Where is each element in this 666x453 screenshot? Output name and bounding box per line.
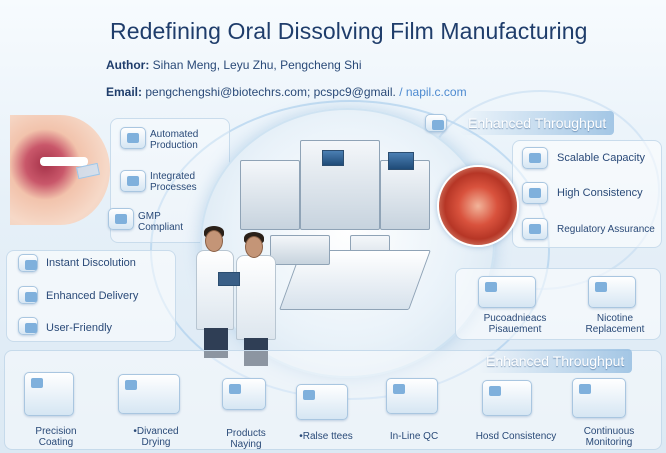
- process-line1: Continuous: [583, 426, 635, 437]
- page-title: Redefining Oral Dissolving Film Manufact…: [110, 18, 588, 44]
- feature-integrated-processes: Integrated Processes: [150, 171, 197, 193]
- delivery-icon: [18, 286, 38, 304]
- process-precision-coating: Precision Coating: [26, 426, 86, 448]
- packaging-machine: [380, 160, 430, 230]
- process-line1: •Ralse ttees: [299, 431, 353, 442]
- process-advanced-drying: •Divanced Drying: [126, 426, 186, 448]
- feature-line2: Compliant: [138, 222, 184, 233]
- check-gear-icon: [522, 182, 548, 204]
- process-line1: Hosd Consistency: [475, 431, 557, 442]
- email-value[interactable]: pengchengshi@biotechrs.com; pcspc9@gmail…: [145, 85, 396, 99]
- feature-line1: Integrated: [150, 171, 196, 182]
- hand-icon: [18, 317, 38, 335]
- item-nicotine-replacement: Nicotine Replacement: [572, 313, 658, 335]
- process-line1: •Divanced: [133, 426, 179, 437]
- item-regulatory-assurance: Regulatory Assurance: [557, 224, 655, 235]
- email-extra[interactable]: / napil.c.com: [399, 85, 467, 99]
- benefit-user-friendly: User-Friendly: [46, 322, 113, 334]
- scientist-left-legs: [204, 328, 228, 358]
- scientist-right-legs: [244, 338, 268, 366]
- process-line2: Naying: [230, 439, 262, 450]
- scientist-right: [236, 255, 276, 340]
- tablet-icon: [218, 272, 240, 286]
- scientist-right-head: [245, 236, 263, 258]
- coater-icon: [24, 372, 74, 416]
- item-line2: Replacement: [585, 324, 645, 335]
- author-label: Author:: [106, 58, 150, 72]
- scientist-left-head: [205, 230, 223, 252]
- dissolve-icon: [18, 254, 38, 272]
- item-scalable-capacity: Scalable Capacity: [557, 152, 646, 164]
- shield-check-icon: [108, 208, 134, 230]
- scale-icon: [482, 380, 532, 416]
- packages-icon: [478, 276, 536, 308]
- process-line1: Precision: [35, 426, 77, 437]
- process-hosd-consistency: Hosd Consistency: [470, 431, 562, 442]
- feature-line1: GMP: [138, 211, 161, 222]
- capsule-icon: [588, 276, 636, 308]
- feature-line2: Processes: [150, 182, 197, 193]
- coating-machine: [240, 160, 300, 230]
- conveyor-icon: [120, 127, 146, 149]
- process-continuous-monitoring: Continuous Monitoring: [566, 426, 652, 448]
- machine-screen: [322, 150, 344, 166]
- teeth: [40, 157, 88, 166]
- gears-icon: [120, 170, 146, 192]
- scientist-left: [196, 250, 234, 330]
- process-line2: Monitoring: [585, 437, 633, 448]
- press-icon: [296, 384, 348, 420]
- process-line2: Coating: [38, 437, 74, 448]
- feature-gmp-compliant: GMP Compliant: [138, 211, 183, 233]
- process-raise-ttees: •Ralse ttees: [288, 431, 364, 442]
- document-icon: [522, 218, 548, 240]
- email-label: Email:: [106, 85, 143, 99]
- benefit-enhanced-delivery: Enhanced Delivery: [46, 290, 139, 302]
- item-line1: Nicotine: [596, 313, 634, 324]
- email-line: Email: pengchengshi@biotechrs.com; pcspc…: [106, 85, 467, 99]
- process-line1: Products: [226, 428, 266, 439]
- feature-line2: Production: [150, 140, 198, 151]
- boxes-icon: [522, 147, 548, 169]
- monitor-icon: [386, 378, 438, 414]
- process-products-naying: Products Naying: [208, 428, 284, 450]
- pill-icon: [425, 114, 447, 132]
- monitor-screen: [388, 152, 414, 170]
- film-roller: [270, 235, 330, 265]
- item-line2: Pisauement: [488, 324, 542, 335]
- benefit-instant-dissolution: Instant Discolution: [46, 257, 136, 269]
- item-line1: Pucoadnieacs: [483, 313, 547, 324]
- process-line2: Drying: [141, 437, 171, 448]
- process-line1: In-Line QC: [389, 431, 439, 442]
- item-products-placement: Pucoadnieacs Pisauement: [460, 313, 570, 335]
- banner-enhanced-throughput-bottom: Enhanced Throughput: [478, 349, 633, 373]
- process-inline-qc: In-Line QC: [374, 431, 454, 442]
- banner-enhanced-throughput-top: Enhanced Throughput: [460, 111, 615, 135]
- item-high-consistency: High Consistency: [557, 187, 643, 199]
- products-icon: [222, 378, 266, 410]
- dashboard-icon: [572, 378, 626, 418]
- dryer-icon: [118, 374, 180, 414]
- author-names: Sihan Meng, Leyu Zhu, Pengcheng Shi: [152, 58, 362, 72]
- feature-automated-production: Automated Production: [150, 129, 198, 151]
- author-line: Author: Sihan Meng, Leyu Zhu, Pengcheng …: [106, 58, 361, 72]
- feature-line1: Automated: [150, 129, 199, 140]
- film-closeup-inset: [437, 165, 519, 247]
